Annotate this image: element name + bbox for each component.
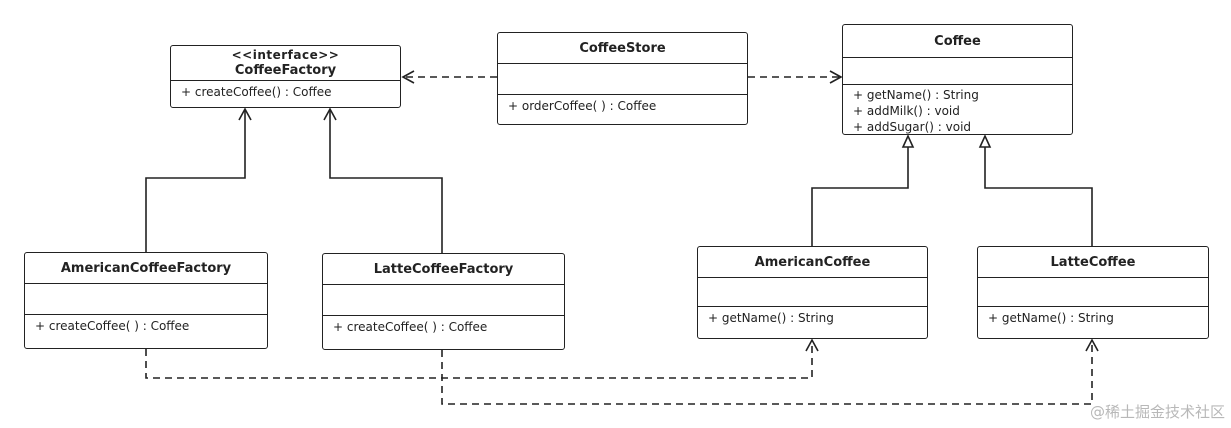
class-methods: + getName() : String + addMilk() : void …	[843, 85, 1072, 135]
class-name: CoffeeStore	[579, 40, 666, 56]
method: + createCoffee( ) : Coffee	[35, 319, 190, 333]
method: + getName() : String	[708, 311, 834, 325]
arrowhead-open	[401, 70, 415, 84]
stereotype-label: <<interface>>	[231, 48, 340, 62]
arrowhead-open	[805, 338, 819, 352]
method: + getName() : String	[853, 88, 979, 102]
method: + addMilk() : void	[853, 104, 960, 118]
class-methods: + orderCoffee( ) : Coffee	[498, 95, 747, 114]
method: + getName() : String	[988, 311, 1114, 325]
class-header: AmericanCoffee	[698, 247, 927, 278]
dependency-latte-factory-to-coffee	[441, 342, 1093, 405]
class-name: LatteCoffeeFactory	[373, 261, 514, 277]
watermark-text: @稀土掘金技术社区	[1089, 403, 1225, 421]
class-methods: + getName() : String	[698, 307, 927, 326]
class-attributes	[843, 58, 1072, 85]
arrowhead-open	[238, 107, 252, 121]
arrowhead-open	[323, 107, 337, 121]
arrowhead-open	[1085, 338, 1099, 352]
class-name: AmericanCoffeeFactory	[60, 260, 232, 276]
class-american-coffee: AmericanCoffee + getName() : String	[697, 246, 928, 339]
class-coffee-factory: <<interface>> CoffeeFactory + createCoff…	[170, 45, 401, 108]
class-latte-coffee: LatteCoffee + getName() : String	[977, 246, 1209, 339]
class-attributes	[498, 64, 747, 95]
class-methods: + getName() : String	[978, 307, 1208, 326]
class-header: LatteCoffee	[978, 247, 1208, 278]
realization-american-factory	[145, 110, 246, 252]
class-name: LatteCoffee	[1050, 254, 1136, 270]
class-coffee: Coffee + getName() : String + addMilk() …	[842, 24, 1073, 135]
method: + createCoffee( ) : Coffee	[333, 320, 488, 334]
class-methods: + createCoffee( ) : Coffee	[25, 315, 267, 334]
method: + addSugar() : void	[853, 120, 972, 134]
class-attributes	[323, 285, 564, 316]
class-header: Coffee	[843, 25, 1072, 58]
class-name: Coffee	[934, 33, 981, 49]
method: + orderCoffee( ) : Coffee	[508, 99, 657, 113]
realization-latte-factory	[329, 110, 443, 253]
class-attributes	[25, 284, 267, 315]
generalization-latte-coffee	[984, 147, 1093, 246]
class-attributes	[978, 278, 1208, 307]
class-name: CoffeeFactory	[234, 63, 337, 78]
generalization-triangle	[901, 134, 915, 148]
method: + createCoffee() : Coffee	[181, 85, 332, 99]
class-coffee-store: CoffeeStore + orderCoffee( ) : Coffee	[497, 32, 748, 125]
dependency-american-factory-to-coffee	[145, 342, 813, 379]
generalization-triangle	[978, 134, 992, 148]
class-american-coffee-factory: AmericanCoffeeFactory + createCoffee( ) …	[24, 252, 268, 349]
generalization-american-coffee	[811, 147, 909, 246]
class-header: <<interface>> CoffeeFactory	[171, 46, 400, 81]
class-attributes	[698, 278, 927, 307]
class-latte-coffee-factory: LatteCoffeeFactory + createCoffee( ) : C…	[322, 253, 565, 350]
class-methods: + createCoffee( ) : Coffee	[323, 316, 564, 335]
class-methods: + createCoffee() : Coffee	[171, 81, 400, 100]
class-name: AmericanCoffee	[754, 254, 871, 270]
class-header: AmericanCoffeeFactory	[25, 253, 267, 284]
arrowhead-open	[829, 70, 843, 84]
class-header: CoffeeStore	[498, 33, 747, 64]
class-header: LatteCoffeeFactory	[323, 254, 564, 285]
